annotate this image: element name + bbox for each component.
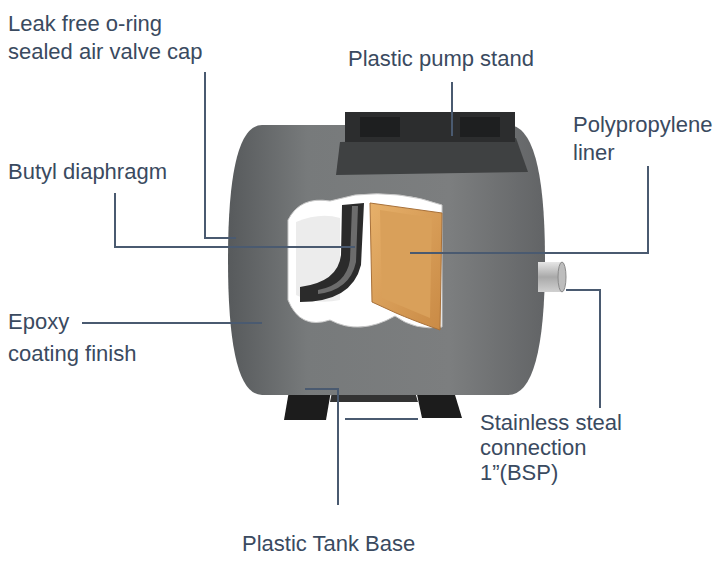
leader-line — [82, 322, 262, 324]
pump-stand — [336, 112, 528, 175]
leader-line — [305, 389, 338, 505]
stainless-connection — [538, 262, 566, 292]
part-label: Stainless steal connection 1”(BSP) — [480, 410, 630, 485]
cutaway — [288, 194, 442, 330]
leader-line — [451, 82, 453, 136]
part-label: Polypropylene liner — [573, 111, 723, 167]
leader-line — [205, 72, 236, 238]
part-label: Plastic pump stand — [348, 45, 648, 73]
part-label: Epoxy coating finish — [8, 306, 140, 370]
leader-line — [345, 418, 418, 420]
leader-line — [115, 193, 355, 247]
leader-lines — [82, 72, 648, 505]
part-label: Butyl diaphragm — [8, 158, 308, 186]
part-label: Plastic Tank Base — [242, 530, 542, 558]
leader-line — [566, 290, 600, 408]
part-label: Leak free o-ring sealed air valve cap — [8, 10, 213, 66]
leader-line — [410, 166, 648, 253]
tank-body — [228, 125, 545, 395]
